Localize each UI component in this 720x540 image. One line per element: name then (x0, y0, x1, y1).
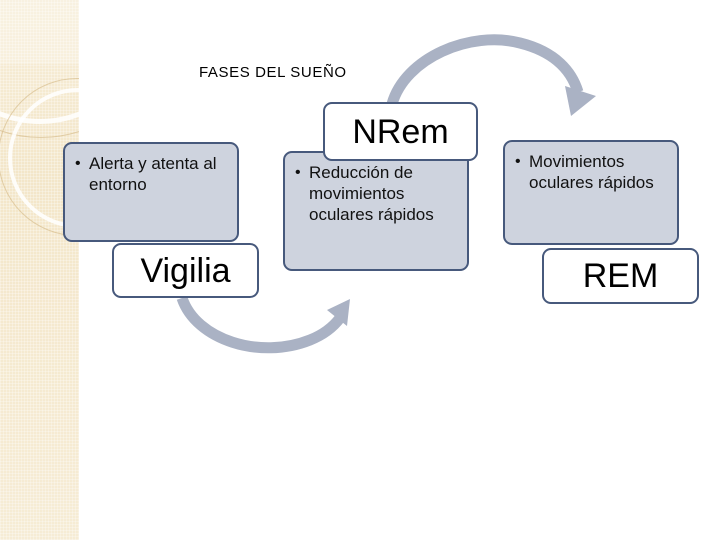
stage-rem-label: REM (542, 248, 699, 304)
bullet-point-icon: • (515, 153, 521, 170)
bullet-point-icon: • (295, 164, 301, 181)
stage-rem-bullet-box: • Movimientos oculares rápidos (503, 140, 679, 245)
bullet-point-icon: • (75, 155, 81, 172)
bullet-text: Reducción de movimientos oculares rápido… (309, 163, 434, 224)
stage-nrem-label: NRem (323, 102, 478, 161)
bullet-item: • Movimientos oculares rápidos (515, 151, 669, 193)
stage-vigilia-bullet-box: • Alerta y atenta al entorno (63, 142, 239, 242)
stage-nrem-bullet-box: • Reducción de movimientos oculares rápi… (283, 151, 469, 271)
bullet-text: Alerta y atenta al entorno (89, 154, 217, 194)
bullet-item: • Reducción de movimientos oculares rápi… (295, 162, 459, 225)
page-title: FASES DEL SUEÑO (199, 64, 347, 81)
stage-vigilia-label: Vigilia (112, 243, 259, 298)
arrow-vigilia-to-nrem-icon (176, 295, 350, 354)
bullet-text: Movimientos oculares rápidos (529, 152, 654, 192)
bullet-item: • Alerta y atenta al entorno (75, 153, 229, 195)
decorative-side-band (0, 0, 79, 540)
